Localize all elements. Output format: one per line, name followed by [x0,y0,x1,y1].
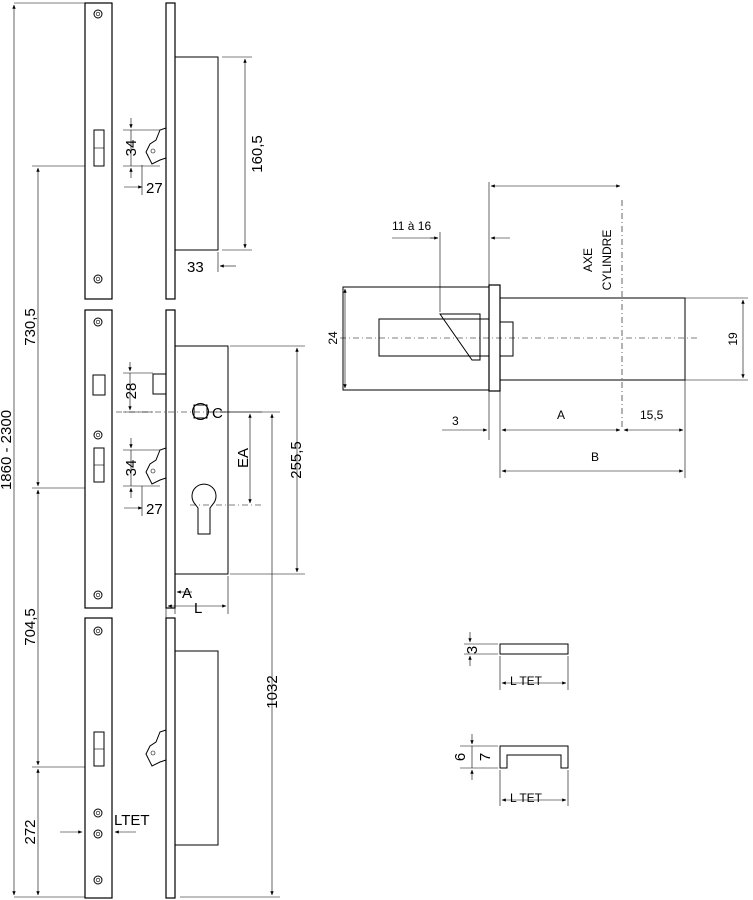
lock-case-middle [174,345,229,575]
tet-flat-bar [499,643,569,655]
dim-6: 6 [452,753,469,761]
dim-34-top: 34 [123,140,140,157]
dim-15-5: 15,5 [640,408,664,422]
hook-latch-bottom [145,729,167,767]
faceplate-bottom-segment [84,617,113,899]
faceplate-strip [84,2,113,899]
deadbolt [152,373,167,395]
label-a-side: A [182,585,192,602]
label-a-cyl: A [557,408,565,422]
dim-272: 272 [22,819,39,844]
dim-27-top: 27 [146,180,163,197]
cam-wedge [439,313,481,361]
cam-bar [378,318,490,357]
screw-hole [93,9,103,19]
dim-730-5: 730,5 [22,308,39,346]
dim-1860-2300: 1860 - 2300 [0,410,15,490]
screw-hole-inner [95,11,101,17]
faceplate-top-segment [84,2,113,300]
tet-u-bar [499,745,569,769]
side-plate-middle [165,309,176,609]
dim-28: 28 [123,383,140,400]
cylinder-body [499,297,686,381]
dim-34-mid: 34 [123,460,140,477]
side-view: 34 27 160,5 33 C 28 34 [116,2,305,899]
left-dimensions: 1860 - 2300 730,5 704,5 272 LTET [0,2,150,898]
screw-hole [93,317,103,327]
deadbolt-slot [92,374,106,396]
label-ltet-2: L TET [510,791,543,805]
dim-19: 19 [726,332,740,346]
dim-3-tet: 3 [464,646,481,654]
dim-24: 24 [326,331,340,345]
label-axe: AXE [581,248,595,272]
follower-hub [192,403,209,420]
cylinder-outline-left [342,286,490,391]
tet-flat-profile: 3 L TET [464,632,569,690]
dim-7: 7 [477,753,494,761]
label-l: L [194,600,202,617]
label-cylindre: CYLINDRE [600,230,614,291]
screw-hole [93,590,103,600]
label-ea: EA [235,448,252,468]
label-ltet-left: LTET [114,812,150,829]
follower-square [193,404,208,419]
tet-u-profile: 6 7 L TET [452,734,569,806]
tail-piece [499,321,514,357]
side-plate-top [165,2,176,300]
dim-704-5: 704,5 [22,608,39,646]
label-c: C [212,405,223,422]
dim-27-mid: 27 [146,501,163,518]
dim-255-5: 255,5 [288,441,305,479]
dim-33: 33 [187,259,204,276]
lock-case-top [174,56,219,251]
label-b: B [591,450,599,464]
screw-hole [93,808,103,818]
screw-hole [93,829,103,839]
dim-11-a-16: 11 à 16 [392,219,431,233]
screw-hole [93,626,103,636]
label-ltet-1: L TET [510,674,543,688]
cylinder-detail: AXE CYLINDRE 11 à 16 24 19 3 A 15,5 B [326,182,748,478]
hook-latch-top [145,127,167,165]
dim-3-cyl: 3 [452,414,459,428]
screw-hole [93,274,103,284]
screw-hole [93,430,103,440]
screw-hole [93,875,103,885]
cylinder-keyhole [191,483,217,535]
side-plate-bottom [165,617,176,899]
hook-latch-middle [145,447,167,485]
dim-160-5: 160,5 [249,135,266,173]
lock-case-bottom [174,650,219,846]
dim-1032: 1032 [264,675,281,708]
faceplate-middle-segment [84,309,113,609]
